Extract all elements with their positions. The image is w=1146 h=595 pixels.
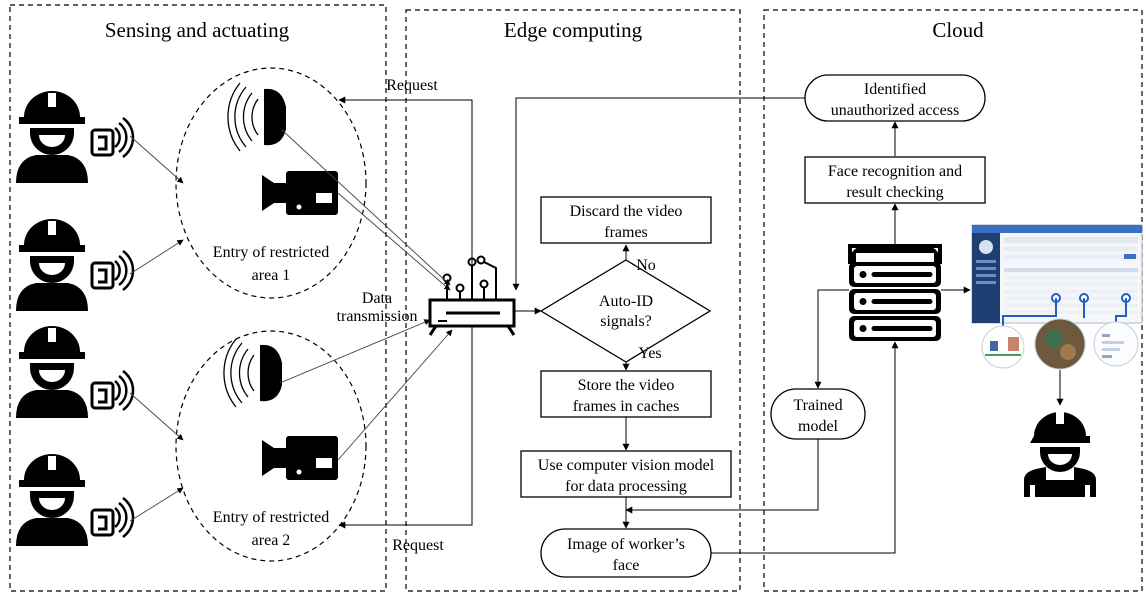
trained-line1: Trained — [793, 397, 842, 414]
data-transmission-line2: transmission — [337, 308, 418, 325]
decision-line1: Auto-ID — [599, 293, 653, 310]
area1-label-line2: area 1 — [252, 267, 291, 284]
request-bottom-label: Request — [392, 537, 444, 554]
rfid-tag-icon — [90, 249, 135, 292]
discard-line2: frames — [604, 224, 648, 241]
no-label: No — [636, 257, 656, 274]
edge-section-frame — [405, 9, 741, 592]
cv-processing-box — [520, 450, 732, 498]
sensing-section-frame — [9, 4, 387, 592]
rfid-reader-icon — [227, 82, 287, 152]
rfid-tag-icon — [90, 369, 135, 412]
cloud-section-title: Cloud — [932, 18, 984, 42]
area2-label-line1: Entry of restricted — [213, 509, 329, 526]
cv-line1: Use computer vision model — [538, 457, 715, 474]
trained-line2: model — [798, 418, 839, 435]
worker-icon — [16, 219, 88, 311]
data-transmission-line1: Data — [362, 290, 392, 307]
identified-line2: unauthorized access — [831, 102, 959, 119]
rfid-tag-icon — [90, 116, 135, 159]
restricted-area-1 — [175, 67, 367, 299]
sensing-section-title: Sensing and actuating — [105, 18, 290, 42]
rfid-tag-icon — [90, 496, 135, 539]
face-line1: Image of worker’s — [567, 536, 685, 553]
face-line2: face — [613, 557, 640, 574]
dashboard-screenshot — [971, 224, 1143, 370]
discard-line1: Discard the video — [570, 203, 683, 220]
server-icon — [849, 244, 941, 341]
recognition-line2: result checking — [846, 184, 943, 201]
recognition-line1: Face recognition and — [828, 163, 962, 180]
area1-label-line1: Entry of restricted — [213, 244, 329, 261]
area2-label-line2: area 2 — [252, 532, 291, 549]
worker-icon — [16, 454, 88, 546]
yes-label: Yes — [638, 345, 661, 362]
security-guard-icon — [1024, 412, 1096, 497]
cv-line2: for data processing — [565, 478, 687, 495]
decision-line2: signals? — [600, 313, 652, 330]
worker-icon — [16, 326, 88, 418]
request-top-label: Request — [386, 77, 438, 94]
restricted-area-2 — [175, 330, 367, 562]
face-recognition-box — [804, 156, 986, 204]
video-camera-icon — [262, 436, 338, 480]
worker-icon — [16, 91, 88, 183]
rfid-reader-icon — [223, 338, 283, 408]
store-line2: frames in caches — [573, 398, 680, 415]
video-camera-icon — [262, 171, 338, 215]
identified-line1: Identified — [864, 81, 926, 98]
auto-id-decision — [539, 259, 712, 363]
store-line1: Store the video — [578, 377, 675, 394]
edge-section-title: Edge computing — [504, 18, 643, 42]
discard-frames-box — [540, 196, 712, 244]
